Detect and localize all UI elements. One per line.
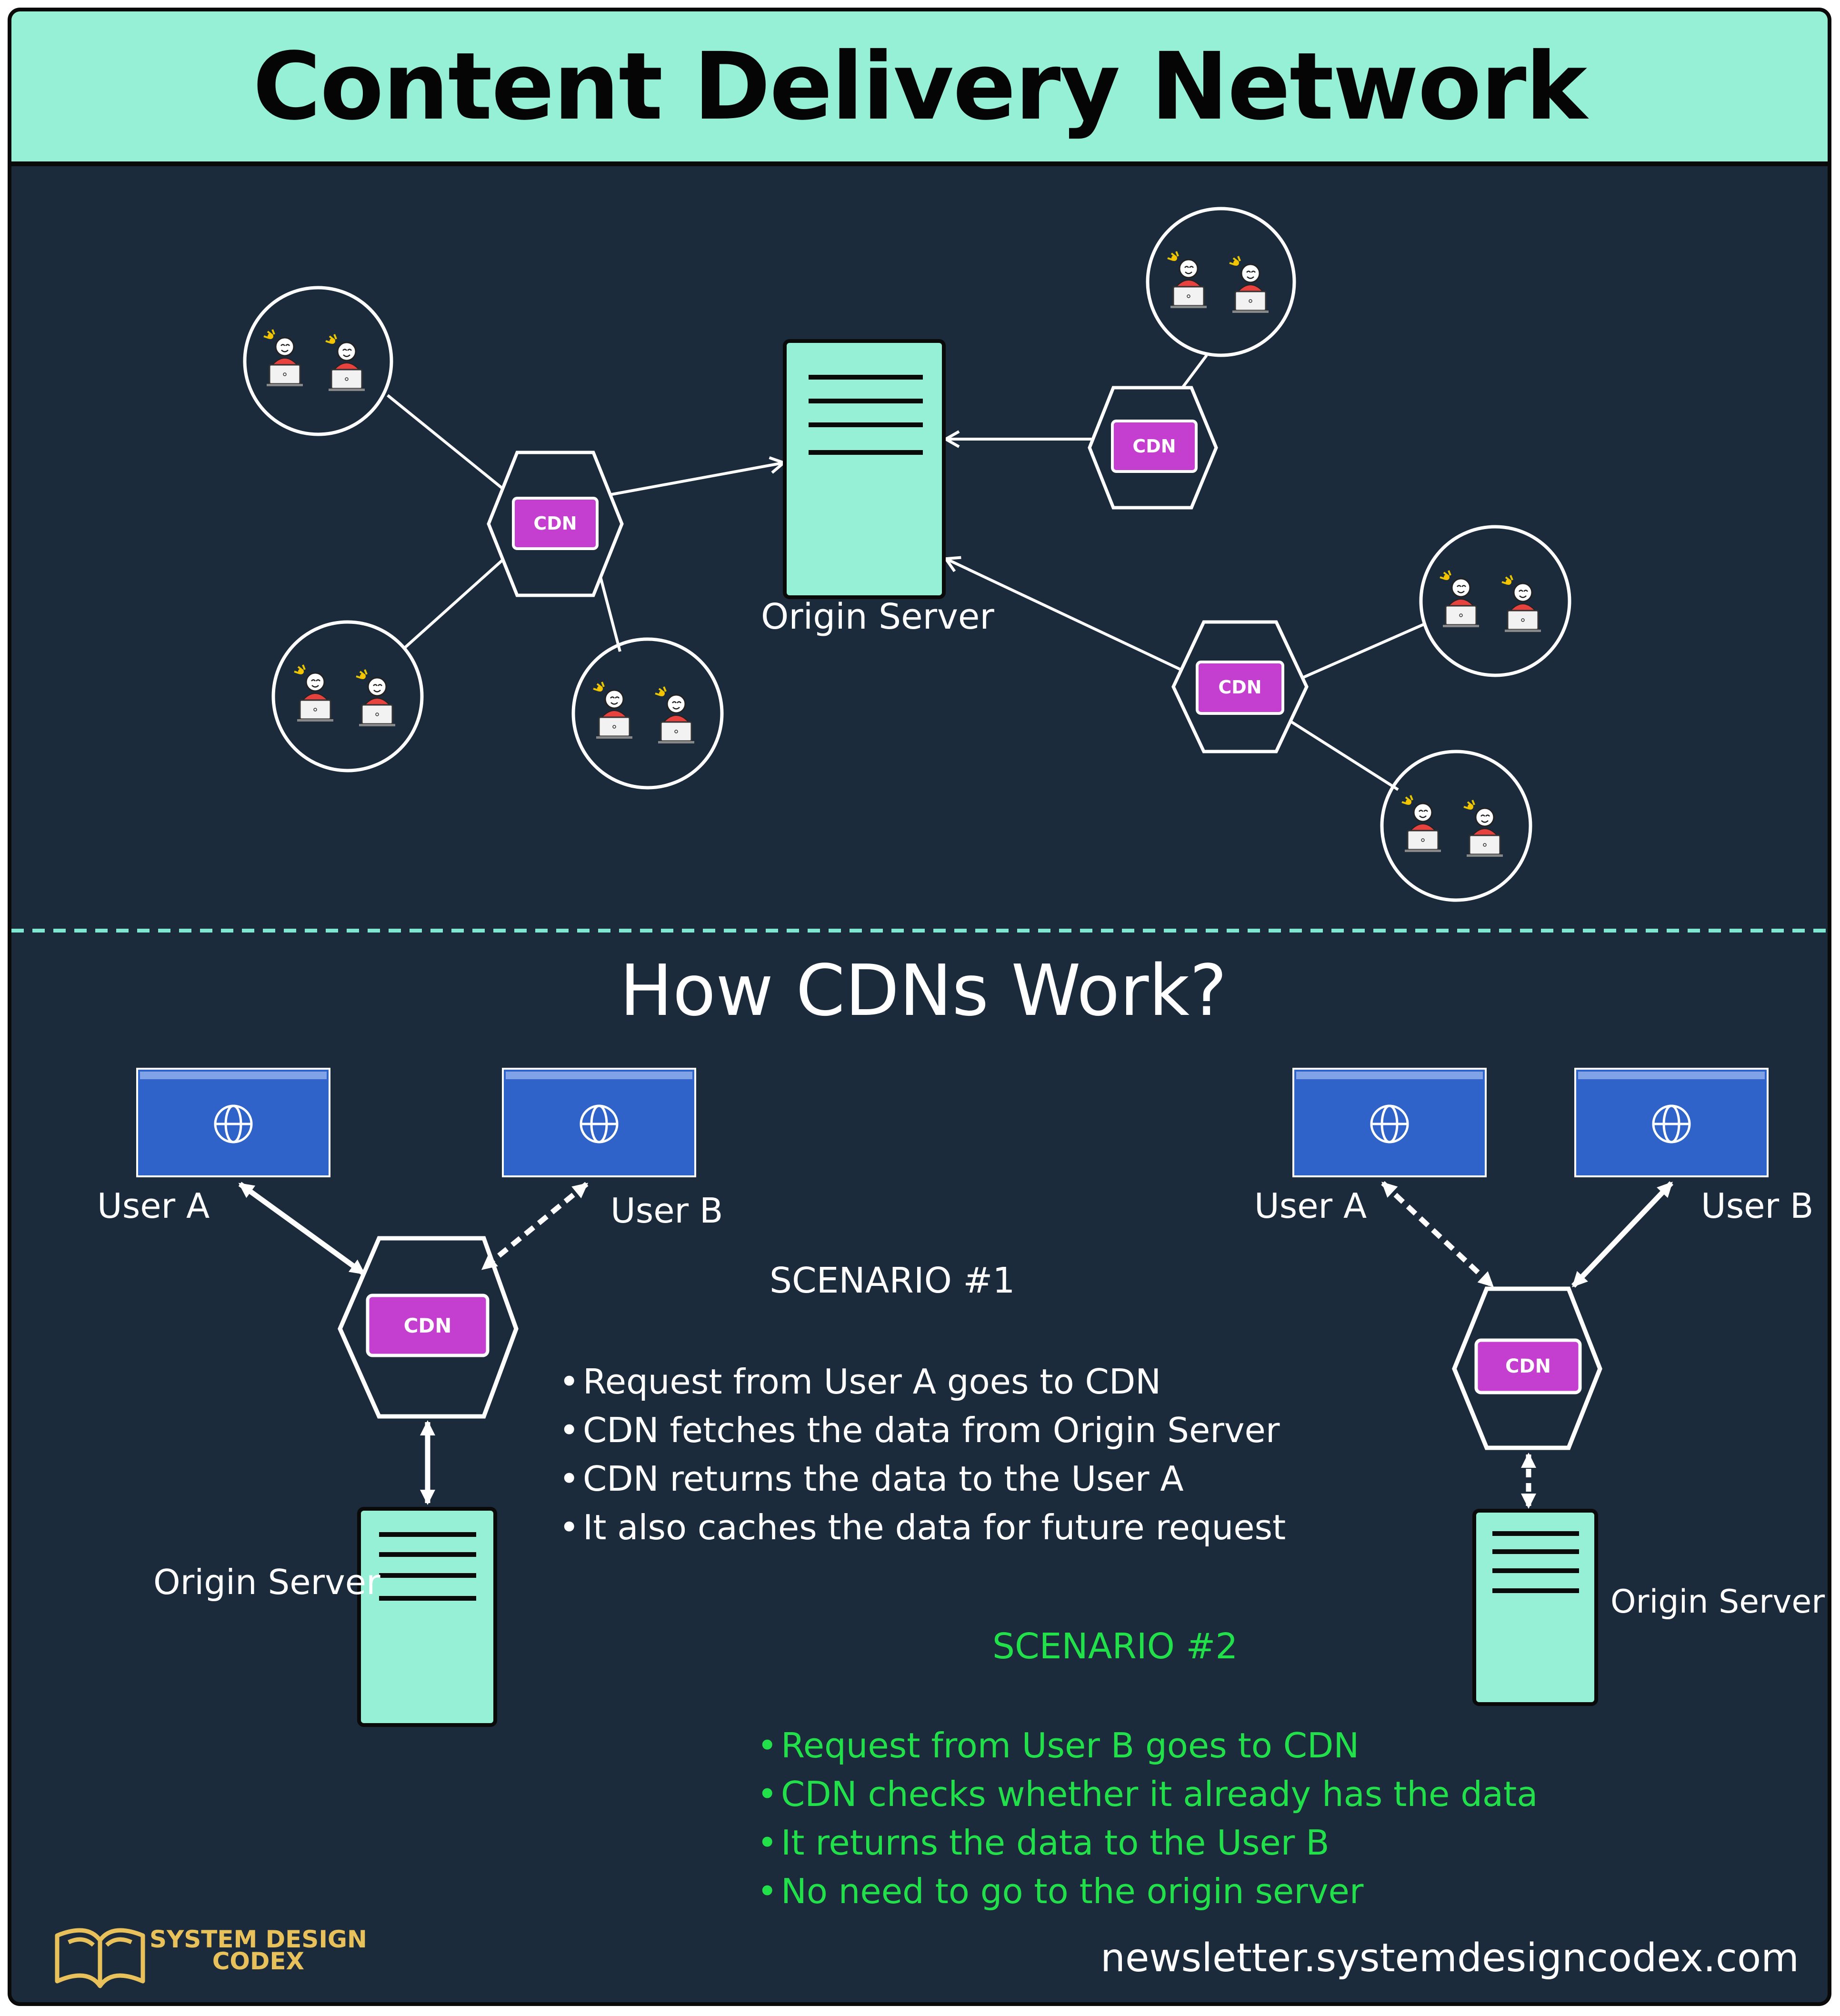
globe-icon bbox=[214, 1104, 253, 1143]
user-laptop-icon bbox=[264, 330, 365, 391]
globe-icon bbox=[1370, 1104, 1409, 1143]
edge-user-a-cdn-solid bbox=[238, 1182, 366, 1276]
scenario1-bullets: Request from User A goes to CDN CDN fetc… bbox=[559, 1357, 1286, 1552]
book-logo-icon bbox=[55, 1928, 145, 1988]
list-item: Request from User A goes to CDN bbox=[559, 1357, 1286, 1406]
browser-user-b-left bbox=[502, 1068, 696, 1177]
origin-server-label-top: Origin Server bbox=[761, 596, 994, 637]
infographic-frame: Content Delivery Network bbox=[8, 8, 1831, 2006]
cdn-label: CDN bbox=[1218, 677, 1261, 698]
diagram-canvas: CDN CDN CDN bbox=[11, 207, 1828, 1988]
user-cluster-bottom bbox=[571, 637, 724, 790]
user-cluster-topleft bbox=[243, 286, 393, 436]
list-item: No need to go to the origin server bbox=[757, 1867, 1538, 1916]
cdn-label: CDN bbox=[1505, 1355, 1551, 1377]
browser-user-a-right bbox=[1292, 1068, 1487, 1177]
origin-server-bottom-right bbox=[1472, 1509, 1598, 1706]
page-title: Content Delivery Network bbox=[252, 32, 1587, 140]
origin-server-label-right: Origin Server bbox=[1610, 1583, 1825, 1621]
title-banner: Content Delivery Network bbox=[11, 11, 1828, 166]
cdn-node-bottom-left: CDN bbox=[338, 1236, 519, 1419]
brand-logo-text: SYSTEM DESIGN CODEX bbox=[150, 1926, 367, 1975]
cdn-node-left: CDN bbox=[487, 451, 624, 597]
cdn-label: CDN bbox=[533, 513, 577, 534]
edge-user-b-cdn-solid bbox=[1571, 1181, 1673, 1288]
brand-line-1: SYSTEM DESIGN bbox=[150, 1926, 367, 1953]
list-item: It returns the data to the User B bbox=[757, 1818, 1538, 1867]
cdn-label: CDN bbox=[1132, 436, 1176, 457]
origin-server-bottom-left bbox=[357, 1507, 497, 1727]
globe-icon bbox=[1652, 1104, 1691, 1143]
top-connectors bbox=[387, 354, 1426, 791]
edge-user-a-cdn-dashed bbox=[1381, 1181, 1494, 1288]
user-b-label-left: User B bbox=[610, 1191, 723, 1231]
list-item: It also caches the data for future reque… bbox=[559, 1503, 1286, 1552]
edge-userpool-b-to-cdn-left bbox=[403, 546, 518, 649]
scenario1-title: SCENARIO #1 bbox=[770, 1260, 1015, 1301]
user-cluster-topright bbox=[1146, 207, 1296, 357]
user-a-label-left: User A bbox=[97, 1186, 210, 1226]
origin-server-label-left: Origin Server bbox=[153, 1562, 380, 1602]
section-heading: How CDNs Work? bbox=[620, 950, 1227, 1032]
scenario2-bullets: Request from User B goes to CDN CDN chec… bbox=[757, 1721, 1538, 1916]
edge-userpool-a-to-cdn-left bbox=[387, 394, 517, 500]
user-laptop-icon bbox=[1440, 571, 1541, 632]
user-laptop-icon bbox=[593, 682, 694, 743]
cdn-label: CDN bbox=[404, 1314, 452, 1337]
browser-user-a-left bbox=[136, 1068, 330, 1177]
browser-user-b-right bbox=[1574, 1068, 1769, 1177]
edge-user-b-cdn-dashed bbox=[481, 1182, 589, 1271]
user-cluster-left bbox=[271, 620, 424, 772]
user-laptop-icon bbox=[1402, 795, 1503, 857]
user-cluster-bottomright bbox=[1380, 750, 1532, 902]
list-item: CDN fetches the data from Origin Server bbox=[559, 1406, 1286, 1454]
cdn-node-right: CDN bbox=[1171, 620, 1309, 753]
globe-icon bbox=[580, 1104, 619, 1143]
brand-line-2: CODEX bbox=[212, 1947, 305, 1975]
scenario2-title: SCENARIO #2 bbox=[992, 1626, 1238, 1667]
user-a-label-right: User A bbox=[1254, 1186, 1367, 1226]
user-b-label-right: User B bbox=[1701, 1186, 1814, 1226]
edge-userpool-e-to-cdn-right bbox=[1278, 622, 1426, 691]
list-item: CDN returns the data to the User A bbox=[559, 1454, 1286, 1503]
cdn-node-top: CDN bbox=[1088, 386, 1218, 510]
edge-userpool-f-to-cdn-right bbox=[1275, 711, 1399, 791]
newsletter-url[interactable]: newsletter.systemdesigncodex.com bbox=[1100, 1936, 1799, 1981]
list-item: Request from User B goes to CDN bbox=[757, 1721, 1538, 1770]
list-item: CDN checks whether it already has the da… bbox=[757, 1770, 1538, 1818]
cdn-node-bottom-right: CDN bbox=[1452, 1286, 1602, 1450]
edge-cdn-left-to-origin bbox=[606, 456, 787, 497]
edge-cdn-right-to-origin bbox=[943, 556, 1184, 672]
origin-server-top bbox=[783, 339, 946, 599]
user-laptop-icon bbox=[1168, 251, 1269, 313]
user-cluster-right bbox=[1419, 525, 1571, 677]
user-laptop-icon bbox=[294, 665, 395, 726]
